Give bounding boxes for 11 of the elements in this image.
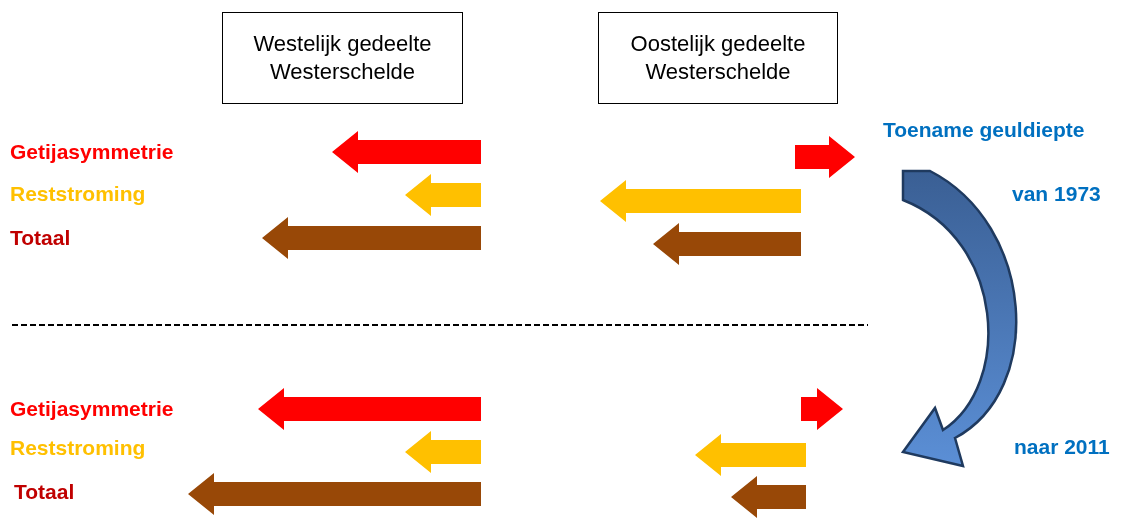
region-box: Oostelijk gedeelte Westerschelde: [598, 12, 838, 104]
annotation-text: van 1973: [1012, 181, 1101, 207]
row-label: Reststroming: [10, 435, 146, 461]
row-label: Getijasymmetrie: [10, 139, 174, 165]
row-label: Totaal: [14, 479, 75, 505]
region-box: Westelijk gedeelte Westerschelde: [222, 12, 463, 104]
row-label: Reststroming: [10, 181, 146, 207]
row-label: Getijasymmetrie: [10, 396, 174, 422]
row-label: Totaal: [10, 225, 71, 251]
annotation-text: naar 2011: [1014, 434, 1110, 460]
annotation-text: Toename geuldiepte: [883, 117, 1085, 143]
